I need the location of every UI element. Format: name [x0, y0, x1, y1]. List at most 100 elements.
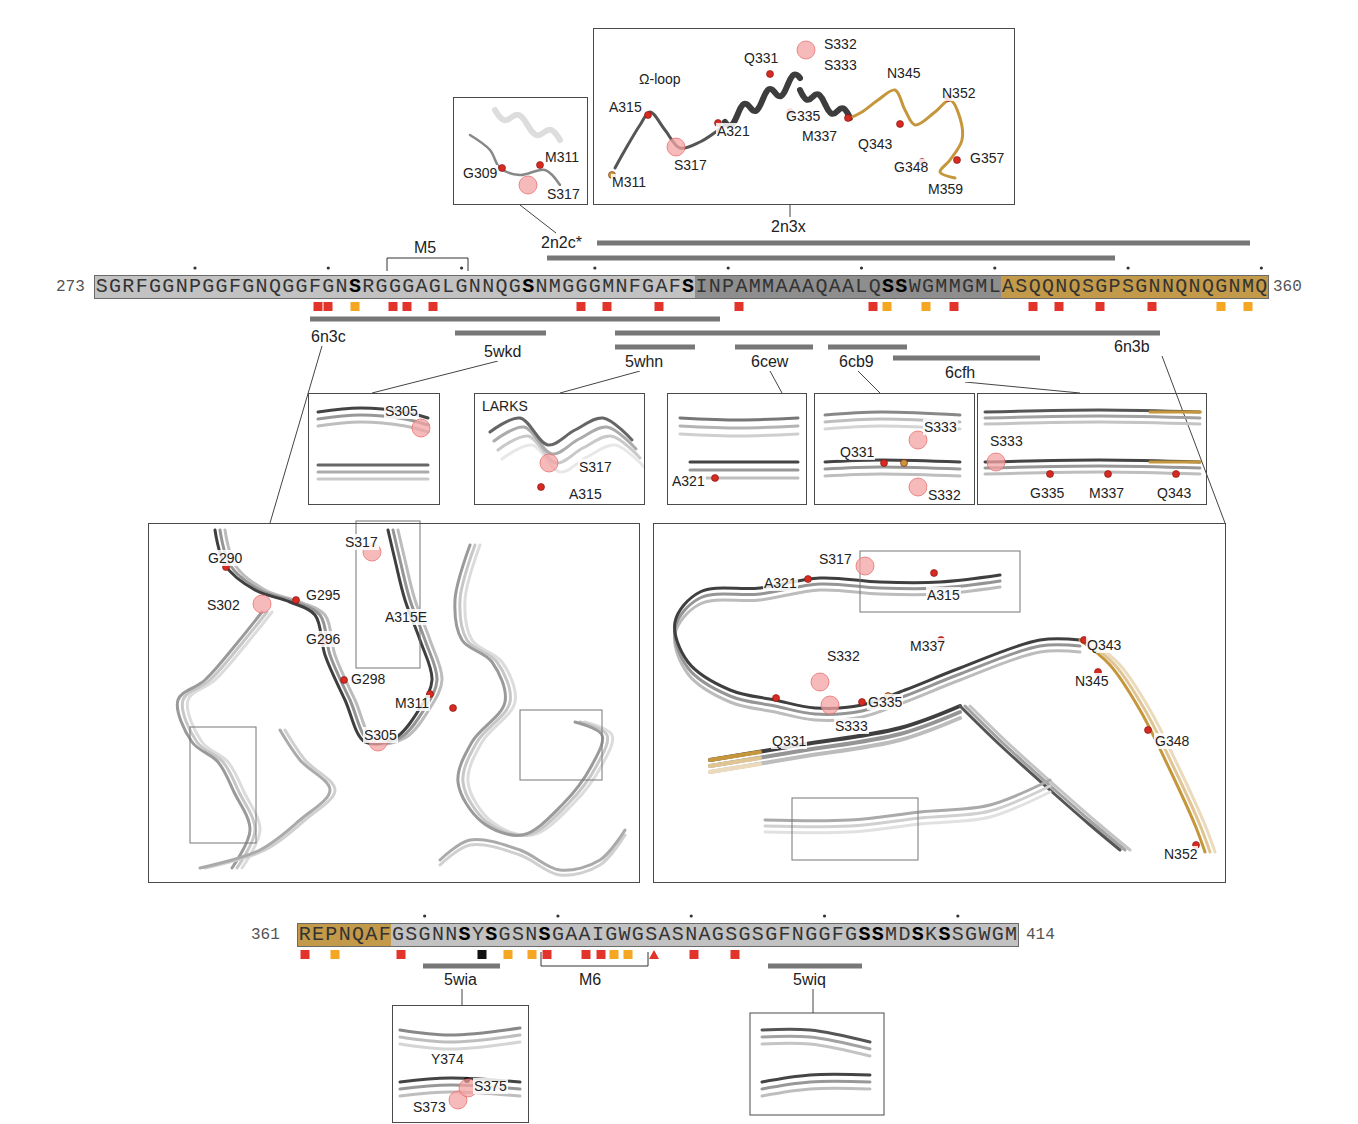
frame	[520, 710, 602, 780]
range-bar	[310, 317, 720, 322]
leader-line	[520, 205, 556, 233]
tick-dot	[193, 266, 196, 269]
residue-label: Q343	[1156, 485, 1192, 501]
residue-letter: G	[921, 276, 934, 298]
residue-letter: Q	[351, 924, 364, 946]
mutation-square	[324, 302, 333, 311]
residue-letter: G	[961, 276, 974, 298]
residue-letter: S	[405, 924, 418, 946]
ribbon	[490, 418, 632, 445]
residue-letter: F	[228, 276, 241, 298]
mutation-square	[478, 950, 487, 959]
residue-letter: G	[402, 276, 415, 298]
ribbon	[985, 416, 1200, 418]
bracket	[387, 258, 468, 271]
residue-letter: Q	[495, 276, 508, 298]
tick-dot	[423, 914, 426, 917]
residue-dot	[881, 460, 888, 467]
structure-panel: G290S302G295G296S317A315EG298M311S305	[148, 523, 640, 883]
residue-letter: G	[391, 924, 404, 946]
residue-letter: M	[748, 276, 761, 298]
residue-letter: L	[442, 276, 455, 298]
residue-letter: P	[188, 276, 201, 298]
residue-label: A315	[926, 587, 961, 603]
residue-letter: G	[575, 276, 588, 298]
residue-letter: E	[311, 924, 324, 946]
residue-letter: G	[282, 276, 295, 298]
residue-dot	[767, 71, 774, 78]
residue-letter: G	[215, 276, 228, 298]
ribbon	[825, 474, 960, 476]
ribbon	[970, 706, 1130, 850]
tick-dot	[460, 266, 463, 269]
residue-label: N345	[886, 65, 921, 81]
residue-letter: N	[791, 924, 804, 946]
ribbon	[825, 460, 960, 462]
residue-number: 414	[1025, 926, 1056, 944]
residue-letter: S	[911, 924, 924, 946]
residue-letter: M	[948, 276, 961, 298]
residue-letter: N	[1055, 276, 1068, 298]
residue-label: S333	[923, 419, 958, 435]
residue-letter: S	[895, 276, 908, 298]
residue-letter: A	[1001, 276, 1014, 298]
residue-letter: G	[561, 276, 574, 298]
residue-letter: N	[615, 276, 628, 298]
residue-label: S333	[834, 718, 869, 734]
tick-dot	[556, 914, 559, 917]
residue-label: S373	[412, 1099, 447, 1115]
residue-dot	[499, 165, 506, 172]
residue-letter: Q	[1028, 276, 1041, 298]
ribbon	[498, 436, 640, 463]
structure-id: 6cb9	[838, 353, 875, 371]
residue-letter: G	[202, 276, 215, 298]
tick-dot	[593, 266, 596, 269]
residue-letter: G	[1135, 276, 1148, 298]
ribbon	[690, 461, 798, 464]
mutation-square	[331, 950, 340, 959]
residue-label: S375	[473, 1078, 508, 1094]
residue-letter: Q	[868, 276, 881, 298]
residue-letter: M	[761, 276, 774, 298]
ribbon	[850, 90, 963, 178]
residue-label: N345	[1074, 673, 1109, 689]
residue-letter: N	[338, 924, 351, 946]
residue-letter: S	[751, 924, 764, 946]
structure-id: 5wia	[443, 971, 478, 989]
ribbon	[762, 1074, 870, 1082]
residue-letter: M	[1004, 924, 1017, 946]
residue-letter: G	[964, 924, 977, 946]
tick-dot	[823, 914, 826, 917]
residue-letter: G	[631, 924, 644, 946]
structure-panel: S333G335M337Q343	[977, 393, 1207, 505]
residue-letter: Q	[1175, 276, 1188, 298]
mutation-square	[735, 302, 744, 311]
mutation-square	[655, 302, 664, 311]
tick-dot	[860, 266, 863, 269]
residue-letter: A	[841, 276, 854, 298]
helix	[495, 110, 560, 140]
residue-letter: G	[551, 924, 564, 946]
structure-panel: G309M311S317	[453, 97, 588, 205]
residue-letter: S	[458, 924, 471, 946]
residue-label: A315	[608, 99, 643, 115]
mutation-square	[1029, 302, 1038, 311]
ribbon	[985, 410, 1200, 412]
residue-label: S332	[927, 487, 962, 503]
serine-halo	[540, 454, 558, 472]
residue-letter: S	[1015, 276, 1028, 298]
residue-letter: S	[95, 276, 108, 298]
residue-label: M311	[544, 149, 580, 165]
residue-label: M359	[927, 181, 964, 197]
leader-line	[770, 371, 782, 393]
residue-letter: W	[908, 276, 921, 298]
range-bar	[455, 331, 546, 336]
structure-id: 5whn	[624, 353, 664, 371]
structure-panel: S317A321A315S332M337Q343N345Q331G335S333…	[653, 523, 1226, 883]
residue-letter: F	[778, 924, 791, 946]
mutation-square	[731, 950, 740, 959]
mutation-square	[351, 302, 360, 311]
range-bar	[423, 964, 500, 969]
residue-letter: G	[162, 276, 175, 298]
ribbon	[177, 612, 262, 868]
